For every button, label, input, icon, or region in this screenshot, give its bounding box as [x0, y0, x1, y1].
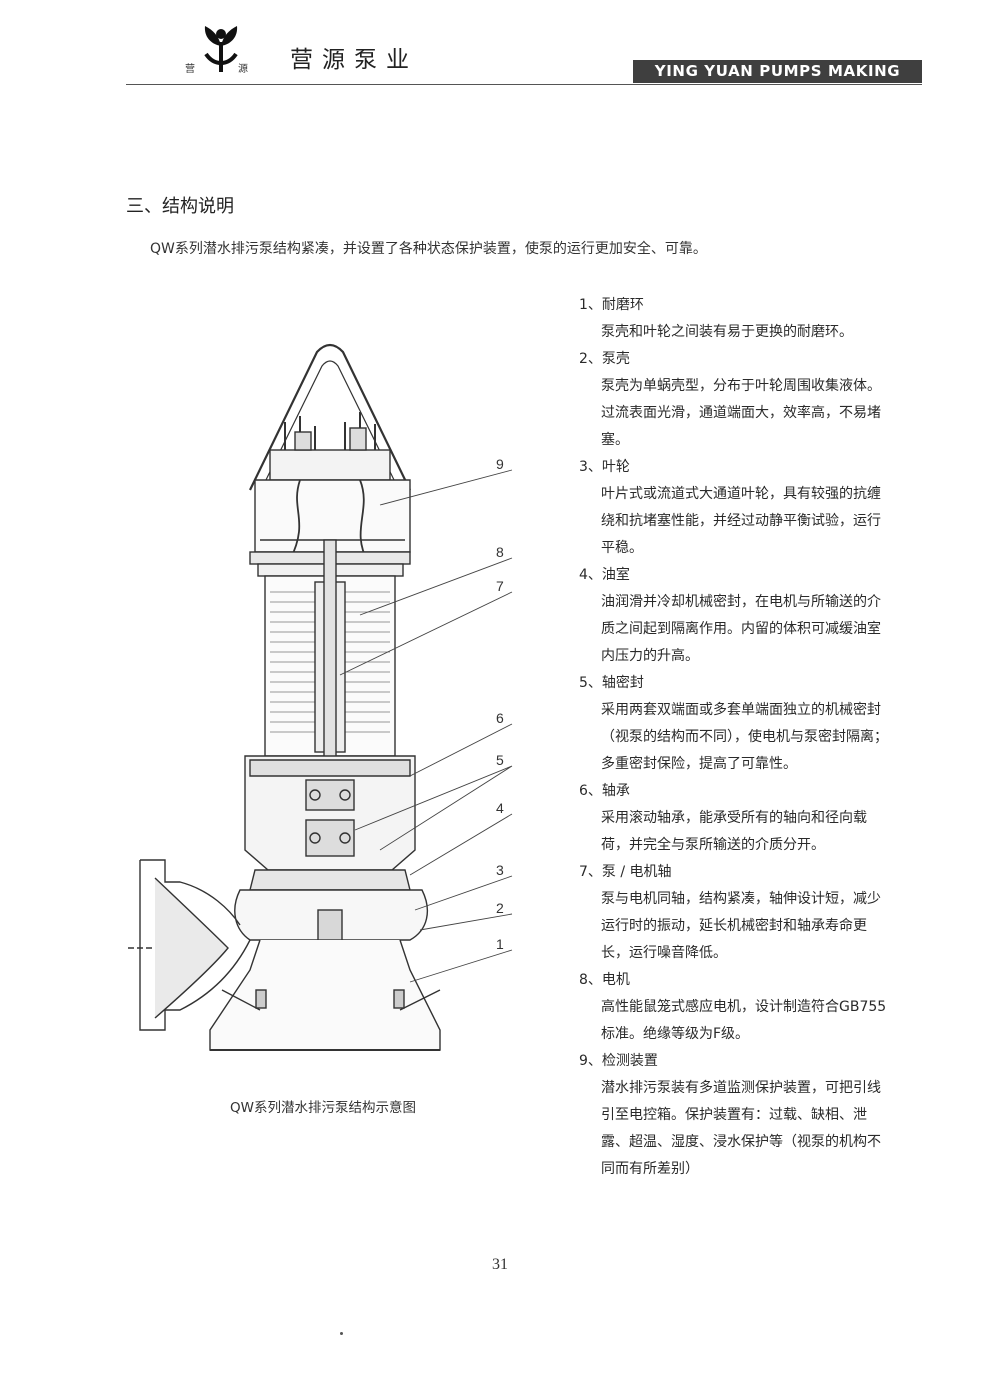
part-title: 6、轴承	[579, 783, 630, 799]
part-item: 3、叶轮 叶片式或流道式大通道叶轮，具有较强的抗缠绕和抗堵塞性能，并经过动静平衡…	[579, 454, 909, 562]
part-item: 6、轴承 采用滚动轴承，能承受所有的轴向和径向载荷，并完全与泵所输送的介质分开。	[579, 778, 909, 859]
part-item: 4、油室 油润滑并冷却机械密封，在电机与所输送的介质之间起到隔离作用。内留的体积…	[579, 562, 909, 670]
header-rule	[126, 84, 922, 85]
part-title: 7、泵 / 电机轴	[579, 864, 672, 880]
part-item: 5、轴密封 采用两套双端面或多套单端面独立的机械密封（视泵的结构而不同），使电机…	[579, 670, 909, 778]
pump-structure-diagram: 9 8 7 6 5 4 3 2 1	[128, 343, 513, 1051]
diagram-caption: QW系列潜水排污泵结构示意图	[230, 1100, 416, 1116]
parts-list: 1、耐磨环 泵壳和叶轮之间装有易于更换的耐磨环。 2、泵壳 泵壳为单蜗壳型，分布…	[579, 292, 909, 1183]
part-item: 7、泵 / 电机轴 泵与电机同轴，结构紧凑，轴伸设计短，减少运行时的振动，延长机…	[579, 859, 909, 967]
part-item: 9、检测装置 潜水排污泵装有多道监测保护装置，可把引线引至电控箱。保护装置有：过…	[579, 1048, 909, 1183]
part-desc: 潜水排污泵装有多道监测保护装置，可把引线引至电控箱。保护装置有：过载、缺相、泄露…	[601, 1080, 881, 1177]
part-desc: 叶片式或流道式大通道叶轮，具有较强的抗缠绕和抗堵塞性能，并经过动静平衡试验，运行…	[601, 486, 881, 556]
part-title: 4、油室	[579, 567, 630, 583]
part-title: 1、耐磨环	[579, 297, 644, 313]
part-desc: 采用滚动轴承，能承受所有的轴向和径向载荷，并完全与泵所输送的介质分开。	[601, 810, 867, 853]
part-desc: 高性能鼠笼式感应电机，设计制造符合GB755标准。绝缘等级为F级。	[601, 999, 887, 1042]
callout-8: 8	[496, 544, 504, 560]
part-title: 3、叶轮	[579, 459, 630, 475]
company-logo-icon	[204, 26, 238, 72]
part-desc: 采用两套双端面或多套单端面独立的机械密封（视泵的结构而不同），使电机与泵密封隔离…	[601, 702, 888, 772]
logo-char-right: 源	[238, 64, 248, 75]
company-name: 营源泵业	[290, 47, 418, 73]
part-title: 8、电机	[579, 972, 630, 988]
part-desc: 泵壳和叶轮之间装有易于更换的耐磨环。	[601, 324, 853, 340]
page-number: 31	[492, 1256, 508, 1273]
scan-speck	[340, 1332, 343, 1335]
section-title: 三、结构说明	[126, 196, 234, 217]
part-title: 9、检测装置	[579, 1053, 658, 1069]
intro-paragraph: QW系列潜水排污泵结构紧凑，并设置了各种状态保护装置，使泵的运行更加安全、可靠。	[150, 241, 707, 257]
part-desc: 泵壳为单蜗壳型，分布于叶轮周围收集液体。过流表面光滑，通道端面大，效率高，不易堵…	[601, 378, 881, 448]
part-title: 5、轴密封	[579, 675, 644, 691]
callout-3: 3	[496, 862, 504, 878]
callout-6: 6	[496, 710, 504, 726]
part-desc: 油润滑并冷却机械密封，在电机与所输送的介质之间起到隔离作用。内留的体积可减缓油室…	[601, 594, 881, 664]
header-banner: YING YUAN PUMPS MAKING	[633, 60, 922, 83]
part-item: 8、电机 高性能鼠笼式感应电机，设计制造符合GB755标准。绝缘等级为F级。	[579, 967, 909, 1048]
logo-char-left: 营	[185, 64, 195, 75]
part-item: 1、耐磨环 泵壳和叶轮之间装有易于更换的耐磨环。	[579, 292, 909, 346]
part-desc: 泵与电机同轴，结构紧凑，轴伸设计短，减少运行时的振动，延长机械密封和轴承寿命更长…	[601, 891, 881, 961]
callout-5: 5	[496, 752, 504, 768]
part-item: 2、泵壳 泵壳为单蜗壳型，分布于叶轮周围收集液体。过流表面光滑，通道端面大，效率…	[579, 346, 909, 454]
callout-1: 1	[496, 936, 504, 952]
part-title: 2、泵壳	[579, 351, 630, 367]
callout-2: 2	[496, 900, 504, 916]
callout-7: 7	[496, 578, 504, 594]
callout-4: 4	[496, 800, 504, 816]
callout-9: 9	[496, 456, 504, 472]
